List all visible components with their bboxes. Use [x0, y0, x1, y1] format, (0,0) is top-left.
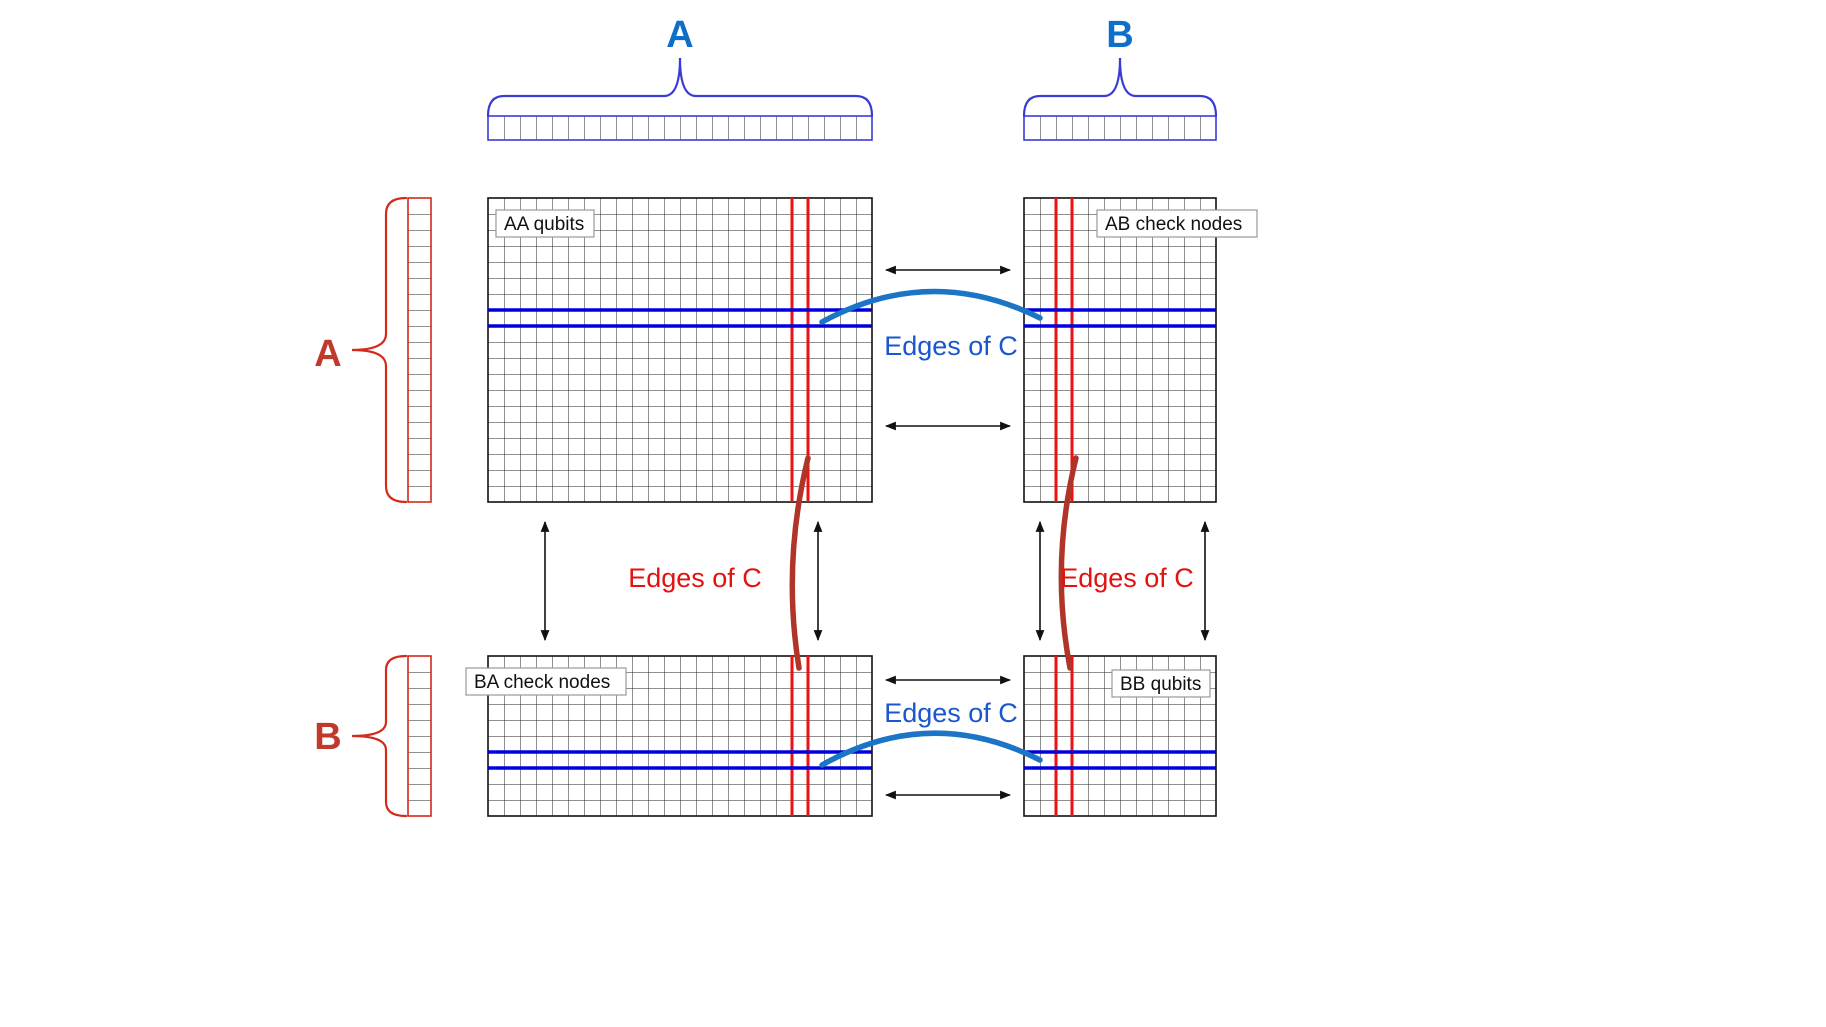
- top-a-brace: [486, 57, 874, 118]
- ba-label-text: BA check nodes: [474, 672, 610, 693]
- top-b-strip: [1023, 115, 1217, 141]
- ab-label-text: AB check nodes: [1105, 214, 1242, 235]
- top-b-label: B: [1106, 14, 1133, 56]
- block-aa-grid: [487, 197, 873, 503]
- side-b-brace: [351, 654, 408, 818]
- block-ab-labelbox: AB check nodes: [1096, 209, 1258, 238]
- edges-of-c-label-red-right: Edges of C: [1060, 563, 1194, 593]
- ba-label-frame: [465, 667, 627, 696]
- edges-of-c-label-blue-bottom: Edges of C: [884, 698, 1018, 728]
- top-a-label: A: [666, 14, 693, 56]
- block-ab-grid: [1023, 197, 1217, 503]
- block-ba-labelbox: BA check nodes: [465, 667, 627, 696]
- edge-curve-red-left: [789, 455, 811, 671]
- side-vector-a: A: [314, 196, 432, 504]
- top-b-brace: [1022, 57, 1218, 118]
- side-b-strip: [407, 655, 432, 817]
- side-b-label: B: [314, 716, 341, 758]
- block-relation-arrows: [540, 265, 1210, 800]
- top-vector-b: B: [1022, 14, 1218, 141]
- edges-of-c-label-blue-top: Edges of C: [884, 331, 1018, 361]
- side-a-label: A: [314, 333, 341, 375]
- edge-curve-blue-top: [819, 288, 1043, 325]
- edge-curve-red-right: [1058, 455, 1079, 671]
- aa-label-frame: [495, 209, 595, 238]
- side-a-strip: [407, 197, 432, 503]
- ab-label-frame: [1096, 209, 1258, 238]
- blue-highlight-rows: [488, 308, 1216, 770]
- bb-label-frame: [1111, 669, 1211, 698]
- bb-label-text: BB qubits: [1120, 674, 1201, 695]
- block-aa-labelbox: AA qubits: [495, 209, 595, 238]
- edges-of-c-label-red-left: Edges of C: [628, 563, 762, 593]
- side-a-brace: [351, 196, 408, 504]
- side-vector-b: B: [314, 654, 432, 818]
- block-bb-labelbox: BB qubits: [1111, 669, 1211, 698]
- top-a-strip: [487, 115, 873, 141]
- red-highlight-columns: [790, 198, 1074, 816]
- aa-label-text: AA qubits: [504, 214, 584, 235]
- top-vector-a: A: [486, 14, 874, 141]
- edge-curve-blue-bottom: [819, 730, 1043, 768]
